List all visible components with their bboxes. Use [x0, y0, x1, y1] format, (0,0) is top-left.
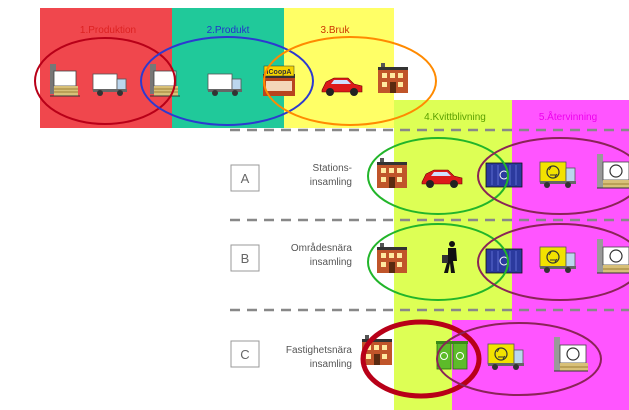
row-a-letter-box	[230, 164, 260, 192]
shop-sign	[263, 65, 295, 77]
row-b-label-line2: insamling	[310, 257, 352, 268]
row-b-label-line1: Områdesnära	[291, 242, 353, 254]
phase-label-kvittblivning: 4.Kvittblivning	[424, 112, 486, 123]
phase-label-produktion: 1.Produktion	[80, 25, 136, 36]
row-b-letter: B	[241, 251, 250, 266]
row-c-label-line1: Fastighetsnära	[286, 345, 353, 356]
row-a-letter: A	[241, 171, 250, 186]
ellipse-row-b-kvitt	[367, 223, 509, 301]
ellipse-bruk	[263, 36, 437, 126]
phase-label-produkt: 2.Produkt	[207, 25, 250, 36]
house-icon	[377, 158, 407, 188]
ellipse-row-b-atervinning	[477, 223, 629, 301]
row-a-label-line1: Stations-	[313, 163, 352, 174]
ellipse-row-c-atervinning	[436, 322, 602, 396]
house-icon	[377, 243, 407, 273]
ellipse-row-a-atervinning	[477, 137, 629, 215]
phase-band-bruk	[284, 8, 394, 128]
row-c-label-line2: insamling	[310, 359, 352, 370]
row-c-letter-box	[230, 340, 260, 368]
row-c-letter: C	[240, 347, 249, 362]
house-icon	[378, 63, 408, 93]
phase-band-atervinning	[512, 100, 629, 320]
ellipse-produkt	[140, 36, 314, 126]
phase-label-bruk: 3.Bruk	[321, 25, 351, 36]
container-icon	[485, 248, 523, 274]
ellipse-produktion	[34, 37, 176, 125]
container-icon	[485, 162, 523, 188]
ellipse-row-a-kvitt	[367, 137, 509, 215]
phase-label-atervinning: 5.Återvinning	[539, 110, 597, 123]
row-a-label-line2: insamling	[310, 177, 352, 188]
ellipse-row-c-kvitt	[360, 319, 482, 399]
shop-sign-label: ICoopA	[267, 69, 292, 76]
row-b-letter-box	[230, 244, 260, 272]
